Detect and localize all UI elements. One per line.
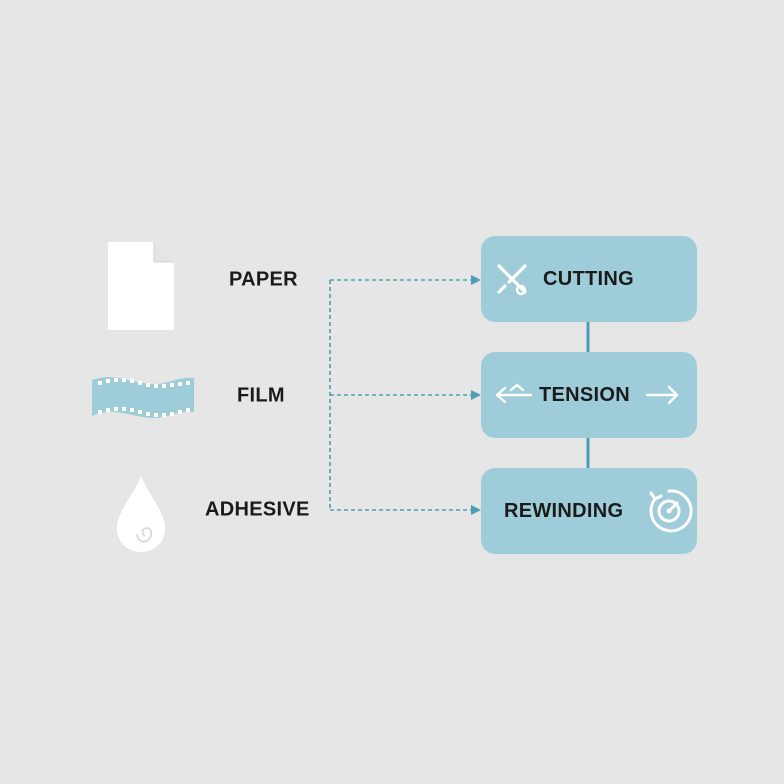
adhesive-drop-icon [117,476,165,552]
cutting-tools-icon [497,264,527,296]
input-label-film: FILM [237,384,285,407]
stage-label-rewinding: REWINDING [504,499,624,522]
film-strip-icon [92,377,194,418]
tension-arrows-left-icon [495,383,533,404]
paper-sheet-icon [108,242,174,330]
stage-box-rewinding: REWINDING [481,468,697,554]
tension-arrow-right-icon [645,385,679,405]
stage-box-cutting: CUTTING [481,236,697,322]
stage-label-tension: TENSION [539,383,630,406]
stage-box-tension: TENSION [481,352,697,438]
stage-label-cutting: CUTTING [543,267,634,290]
rewind-target-icon [649,489,693,533]
input-label-adhesive: ADHESIVE [205,498,310,521]
input-label-paper: PAPER [229,268,298,291]
